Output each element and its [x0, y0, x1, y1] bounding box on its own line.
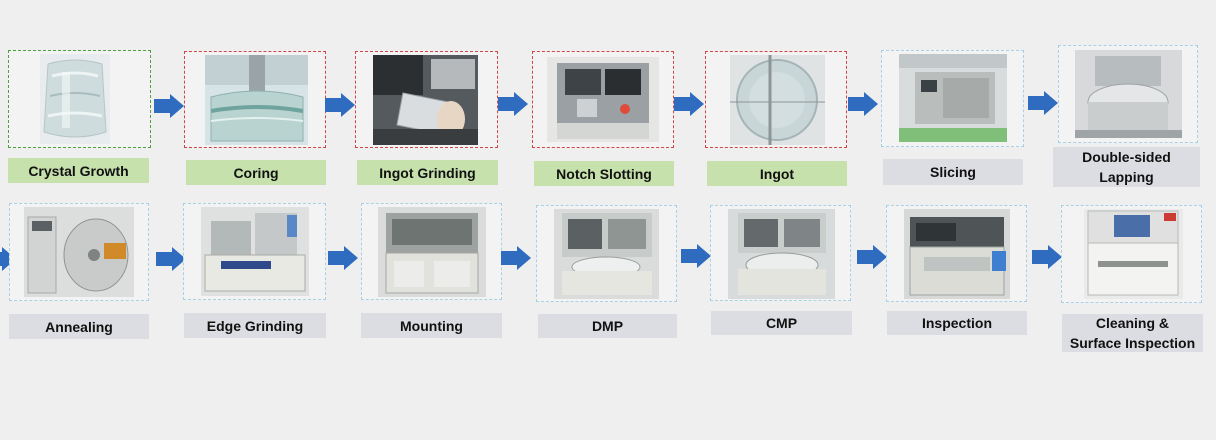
- coring-photo: [205, 55, 308, 145]
- step-label-inspection: Inspection: [887, 311, 1027, 335]
- ingot-photo: [730, 55, 825, 145]
- mounting-machine-photo: [378, 207, 486, 297]
- arrow-right-icon: [501, 246, 531, 270]
- crystal-boule-photo: [40, 54, 110, 144]
- step-frame-annealing: [9, 203, 149, 301]
- cleaning-machine-photo: [1084, 209, 1183, 299]
- cmp-machine-photo: [728, 209, 835, 299]
- step-frame-ingot-grinding: [355, 51, 498, 148]
- arrow-right-icon: [848, 92, 878, 116]
- step-label-ingot-grinding: Ingot Grinding: [357, 160, 498, 185]
- step-frame-notch-slotting: [532, 51, 674, 148]
- step-label-notch-slotting: Notch Slotting: [534, 161, 674, 186]
- step-frame-inspection: [886, 205, 1027, 302]
- step-label-slicing: Slicing: [883, 159, 1023, 185]
- arrow-right-icon: [681, 244, 711, 268]
- step-label-mounting: Mounting: [361, 313, 502, 338]
- step-frame-mounting: [361, 203, 502, 300]
- inspection-machine-photo: [904, 209, 1010, 299]
- step-frame-ingot: [705, 51, 847, 148]
- arrow-right-icon: [498, 92, 528, 116]
- step-label-double-sided-lapping: Double-sided Lapping: [1053, 147, 1200, 187]
- step-label-dmp: DMP: [538, 314, 677, 338]
- step-frame-crystal-growth: [8, 50, 151, 148]
- step-frame-coring: [184, 51, 326, 148]
- annealing-furnace-photo: [24, 207, 134, 297]
- notch-slotting-machine-photo: [547, 57, 659, 142]
- step-frame-double-sided-lapping: [1058, 45, 1198, 143]
- step-label-annealing: Annealing: [9, 314, 149, 339]
- step-label-edge-grinding: Edge Grinding: [184, 313, 326, 338]
- arrow-right-icon: [154, 94, 184, 118]
- step-label-cleaning-surface-inspection: Cleaning & Surface Inspection: [1062, 314, 1203, 352]
- arrow-right-icon: [0, 247, 16, 271]
- step-label-cmp: CMP: [711, 311, 852, 335]
- arrow-right-icon: [156, 247, 186, 271]
- slicing-machine-photo: [899, 54, 1007, 142]
- step-frame-cmp: [710, 205, 851, 301]
- step-label-coring: Coring: [186, 160, 326, 185]
- dmp-machine-photo: [554, 209, 659, 299]
- step-label-crystal-growth: Crystal Growth: [8, 158, 149, 183]
- step-label-ingot: Ingot: [707, 161, 847, 186]
- arrow-right-icon: [325, 93, 355, 117]
- step-frame-edge-grinding: [183, 203, 326, 300]
- step-frame-dmp: [536, 205, 677, 302]
- step-frame-slicing: [881, 50, 1024, 147]
- lapping-machine-photo: [1075, 50, 1182, 138]
- arrow-right-icon: [328, 246, 358, 270]
- step-frame-cleaning-surface-inspection: [1061, 205, 1202, 303]
- arrow-right-icon: [857, 245, 887, 269]
- arrow-right-icon: [1028, 91, 1058, 115]
- arrow-right-icon: [674, 92, 704, 116]
- edge-grinding-machine-photo: [201, 207, 309, 296]
- arrow-right-icon: [1032, 245, 1062, 269]
- ingot-grinding-photo: [373, 55, 478, 145]
